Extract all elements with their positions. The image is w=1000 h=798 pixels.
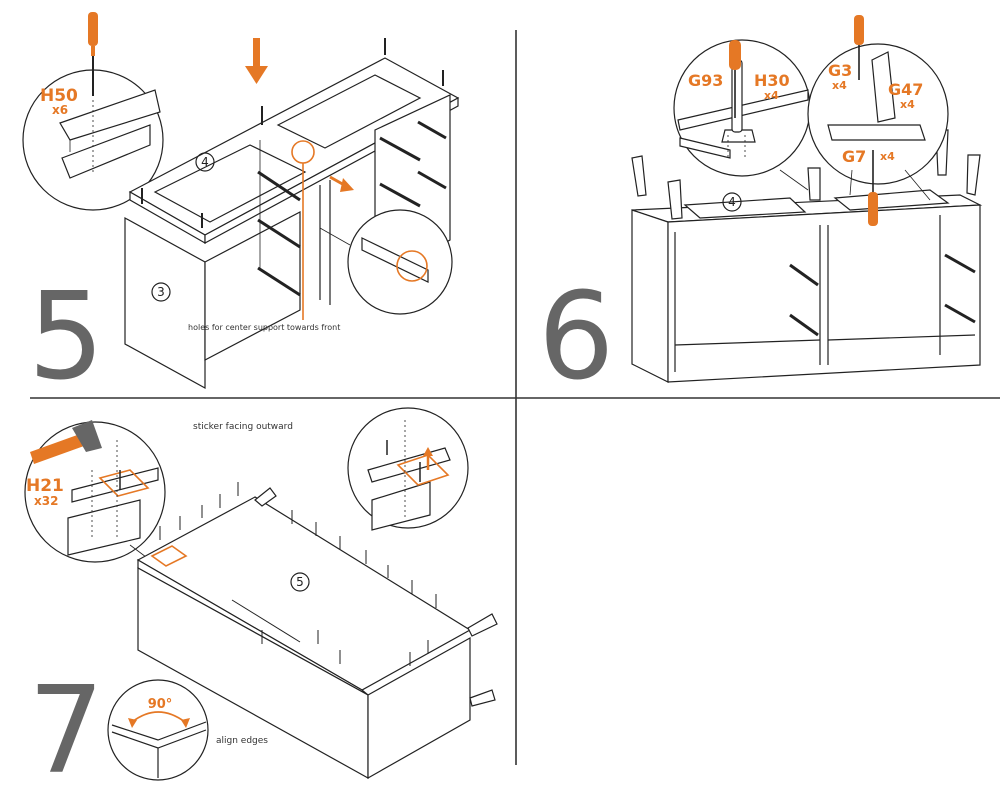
step-6-number: 6 bbox=[538, 268, 614, 407]
step-5-panel: 5 H50 x6 bbox=[22, 12, 460, 407]
callout-5-step7: 5 bbox=[296, 575, 304, 589]
detail-circle-corner: 90° bbox=[107, 679, 209, 781]
hammer-icon bbox=[30, 420, 102, 464]
part-code-h21: H21 bbox=[26, 476, 64, 496]
part-code-g3: G3 bbox=[828, 61, 852, 80]
callout-3-step5-ring bbox=[151, 282, 171, 302]
screwdriver-icon bbox=[88, 12, 98, 96]
direction-arrow-icon bbox=[329, 175, 354, 192]
note-align-edges: align edges bbox=[216, 736, 268, 746]
callout-4-step5: 4 bbox=[201, 155, 209, 169]
step-7-number: 7 bbox=[28, 662, 104, 798]
part-code-h30: H30 bbox=[754, 71, 790, 90]
screwdriver-icon bbox=[729, 40, 741, 118]
part-qty-h21: x32 bbox=[34, 494, 58, 508]
screwdriver-icon bbox=[868, 150, 878, 226]
part-qty-h30: x4 bbox=[764, 89, 779, 102]
part-qty-h50: x6 bbox=[52, 103, 68, 117]
part-qty-g47: x4 bbox=[900, 98, 915, 111]
up-arrow-icon bbox=[423, 447, 433, 470]
cabinet-inverted bbox=[631, 189, 983, 383]
part-code-g7: G7 bbox=[842, 147, 866, 166]
step-6-panel: 6 4 bbox=[538, 15, 983, 407]
callout-4-step5-ring bbox=[195, 152, 215, 172]
part-qty-g3: x4 bbox=[832, 79, 847, 92]
cabinet-body bbox=[124, 94, 451, 390]
callout-4-step6: 4 bbox=[728, 195, 736, 209]
detail-circle-leg-mount: G3 x4 G47 x4 G7 x4 bbox=[807, 15, 949, 226]
cabinet-back-panel: 5 bbox=[136, 482, 498, 780]
part-code-h50: H50 bbox=[40, 86, 78, 106]
callout-4-step6-ring bbox=[722, 192, 742, 212]
detail-circle-rail bbox=[319, 209, 453, 315]
nail-row bbox=[159, 482, 437, 666]
screwdriver-icon bbox=[854, 15, 864, 80]
down-arrow-icon bbox=[245, 38, 268, 84]
detail-circle-nail: H21 x32 bbox=[24, 420, 166, 563]
callout-5-step7-ring bbox=[290, 572, 310, 592]
callout-3-step5: 3 bbox=[157, 285, 165, 299]
part-qty-g7: x4 bbox=[880, 150, 895, 163]
note-center-support: holes for center support towards front bbox=[188, 323, 340, 332]
part-code-g93: G93 bbox=[688, 71, 723, 90]
detail-circle-screw: H50 x6 bbox=[22, 12, 176, 211]
note-sticker-outward: sticker facing outward bbox=[193, 422, 293, 432]
step-7-panel: 7 sticker facing outward H21 x32 bbox=[24, 407, 498, 798]
screw-set bbox=[141, 38, 444, 228]
detail-circle-nail-pull bbox=[347, 407, 469, 531]
part-code-g47: G47 bbox=[888, 80, 923, 99]
step-5-number: 5 bbox=[28, 268, 104, 407]
detail-circle-leg-plate: G93 H30 x4 bbox=[673, 39, 811, 191]
angle-label: 90° bbox=[148, 697, 173, 712]
